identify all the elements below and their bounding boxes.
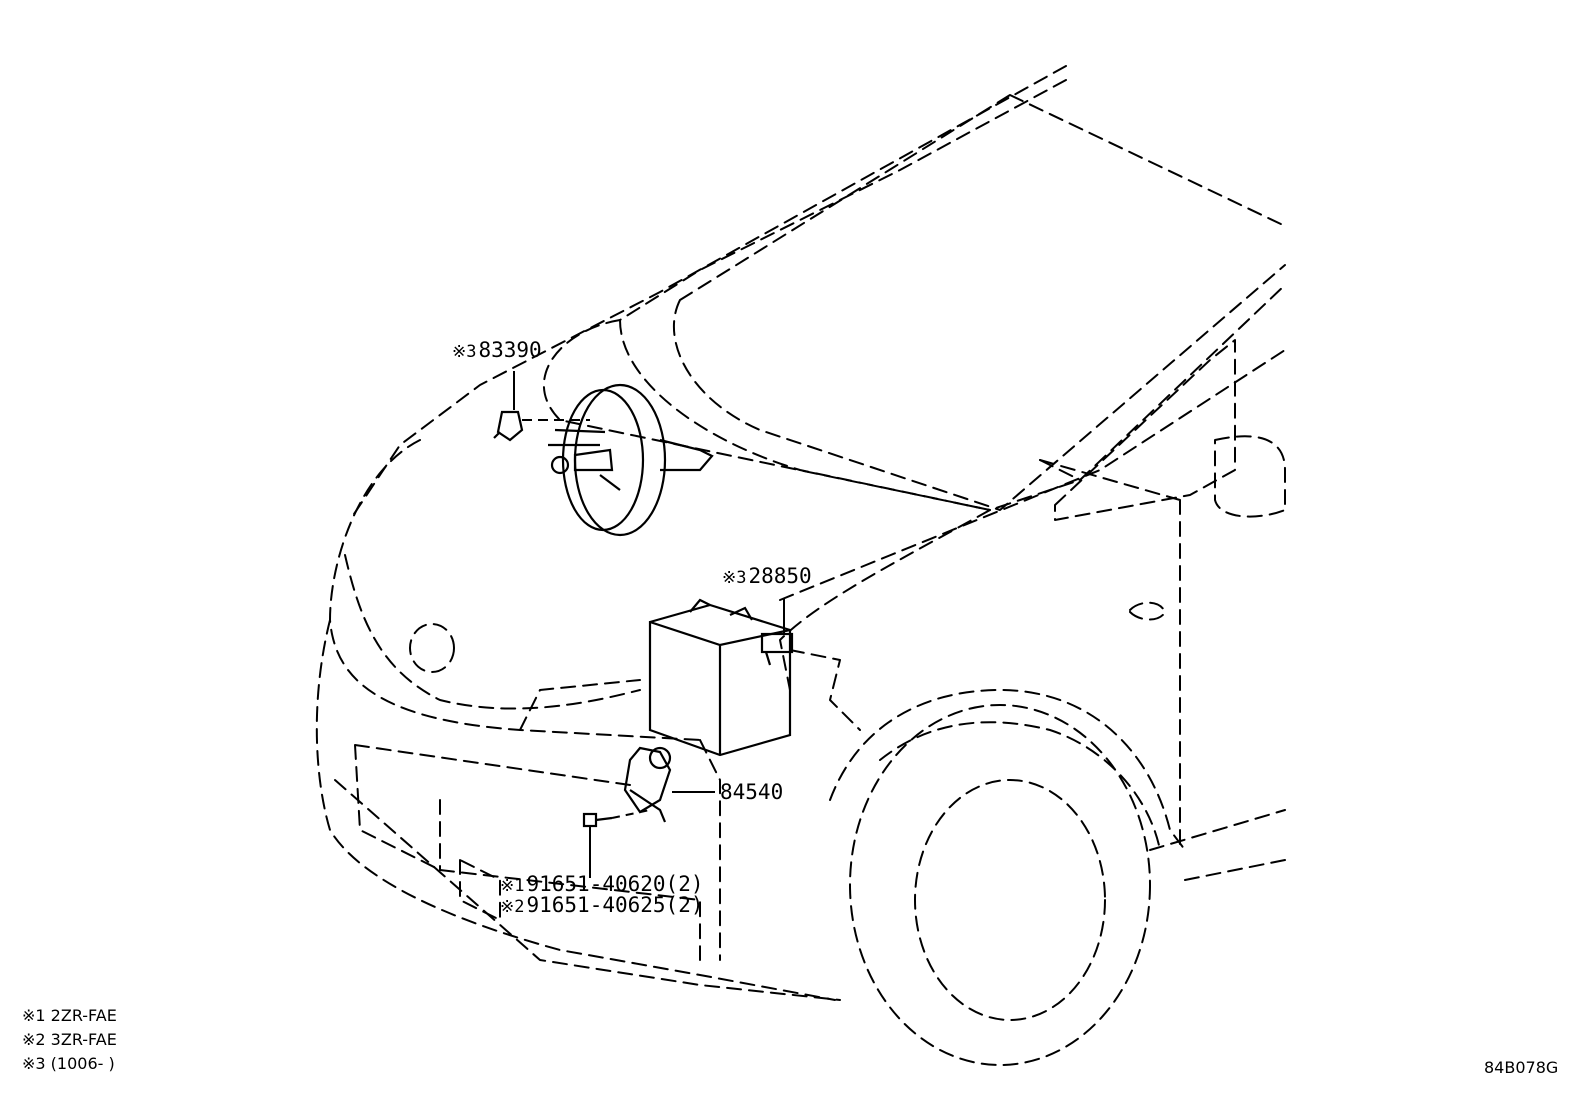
wheel-rim bbox=[914, 779, 1106, 1021]
brake-booster bbox=[548, 383, 714, 537]
tire bbox=[849, 704, 1151, 1066]
bolt-91651 bbox=[582, 812, 613, 828]
callout-83390: ※383390 bbox=[452, 340, 542, 361]
fender-line bbox=[779, 349, 1286, 601]
fender-front-edge bbox=[699, 739, 721, 961]
windshield bbox=[672, 94, 1286, 511]
engine-bay-edge bbox=[519, 649, 861, 731]
roof-outline-inner bbox=[619, 79, 1067, 321]
callout-84540-part: 84540 bbox=[720, 780, 784, 804]
sensor-28850 bbox=[760, 632, 794, 666]
rocker-line bbox=[1149, 809, 1286, 881]
callout-84540: 84540 bbox=[718, 782, 783, 803]
front-bumper bbox=[315, 619, 836, 1001]
callout-91651-40620-ref: ※1 bbox=[500, 876, 525, 896]
callout-91651-40620-part: 91651-40620(2) bbox=[526, 872, 704, 896]
legend-note-2: ※2 3ZR-FAE bbox=[22, 1030, 117, 1049]
callout-28850-part: 28850 bbox=[748, 564, 812, 588]
fog-pocket bbox=[459, 859, 501, 921]
sensor-83390 bbox=[493, 410, 524, 442]
hood-front-edge bbox=[329, 439, 701, 741]
callout-83390-part: 83390 bbox=[478, 338, 542, 362]
wheel-arch-inner bbox=[879, 721, 1161, 851]
bumper-lower bbox=[334, 779, 841, 1001]
diagram-code: 84B078G bbox=[1484, 1058, 1559, 1077]
mirror bbox=[1214, 435, 1286, 518]
wheel-arch bbox=[829, 689, 1186, 851]
callout-91651-40625: ※291651-40625(2) bbox=[500, 895, 704, 916]
battery bbox=[648, 598, 792, 757]
grille bbox=[354, 744, 631, 871]
headlamp-contour bbox=[344, 554, 641, 710]
a-pillar bbox=[1039, 284, 1286, 481]
callout-91651-40620: ※191651-40620(2) bbox=[500, 874, 704, 895]
legend-note-3: ※3 (1006- ) bbox=[22, 1054, 115, 1073]
windshield-lower bbox=[619, 319, 991, 511]
lower-intake bbox=[439, 869, 701, 961]
side-body bbox=[1039, 459, 1181, 851]
callout-91651-40625-part: 91651-40625(2) bbox=[526, 893, 704, 917]
callout-28850: ※328850 bbox=[722, 566, 812, 587]
legend-note-1: ※1 2ZR-FAE bbox=[22, 1006, 117, 1025]
callout-28850-ref: ※3 bbox=[722, 568, 747, 588]
callout-83390-ref: ※3 bbox=[452, 342, 477, 362]
roof-outline bbox=[349, 65, 1067, 521]
headlight bbox=[409, 623, 455, 673]
hood-center bbox=[542, 319, 1081, 511]
side-window bbox=[1054, 339, 1236, 521]
hood-side bbox=[779, 509, 991, 691]
door-handle-area bbox=[1129, 601, 1166, 621]
dash-bolt bbox=[611, 809, 651, 819]
callout-91651-40625-ref: ※2 bbox=[500, 897, 525, 917]
sensor-84540 bbox=[623, 746, 672, 823]
